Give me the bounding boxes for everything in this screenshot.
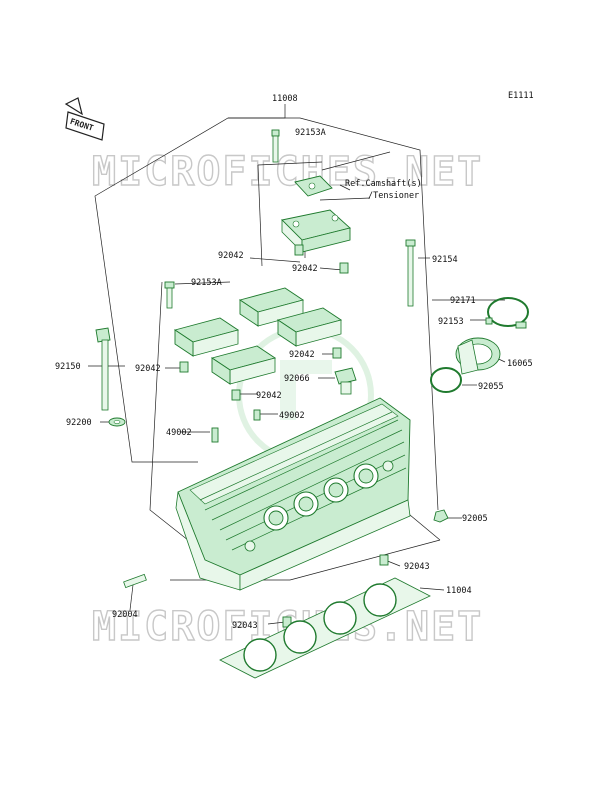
callout-16065: 16065 xyxy=(507,359,533,369)
bolt-92153a-top xyxy=(271,129,280,163)
front-direction-badge: FRONT xyxy=(64,97,105,141)
camshaft-cap-2 xyxy=(238,287,305,327)
pins-49002 xyxy=(211,409,261,443)
callout-92153: 92153 xyxy=(438,317,464,327)
callout-92153a-top: 92153A xyxy=(295,128,326,138)
callout-49002-a: 49002 xyxy=(166,428,192,438)
camshaft-cap-3 xyxy=(210,345,277,385)
callout-92043-a: 92043 xyxy=(404,562,430,572)
screw-92153 xyxy=(485,317,493,325)
callout-92042-d: 92042 xyxy=(289,350,315,360)
reference-note-line1: Ref.Camshaft(s) xyxy=(345,179,422,189)
bolt-92150 xyxy=(95,327,126,427)
callout-92150: 92150 xyxy=(55,362,81,372)
callout-92043-b: 92043 xyxy=(232,621,258,631)
callout-92042-e: 92042 xyxy=(256,391,282,401)
nut-92005 xyxy=(433,509,449,523)
plug-92066 xyxy=(334,367,357,395)
callout-92042-b: 92042 xyxy=(292,264,318,274)
o-ring-92055 xyxy=(430,367,462,393)
cylinder-head xyxy=(175,397,411,591)
callout-92005: 92005 xyxy=(462,514,488,524)
stud-92004 xyxy=(123,573,147,589)
dowels-92043 xyxy=(282,554,389,628)
camshaft-cap-1 xyxy=(173,317,240,357)
callout-92171: 92171 xyxy=(450,296,476,306)
stud-bolt-92154 xyxy=(405,239,416,307)
callout-92153a-left: 92153A xyxy=(191,278,222,288)
callout-11008: 11008 xyxy=(272,94,298,104)
callout-92066: 92066 xyxy=(284,374,310,384)
throttle-body-16065 xyxy=(455,337,501,375)
callout-92055: 92055 xyxy=(478,382,504,392)
callout-11004: 11004 xyxy=(446,586,472,596)
diagram-code: E1111 xyxy=(508,91,534,101)
callout-92042-a: 92042 xyxy=(218,251,244,261)
clamp-92171 xyxy=(487,297,529,329)
callout-92200: 92200 xyxy=(66,418,92,428)
callout-92004: 92004 xyxy=(112,610,138,620)
callout-92154: 92154 xyxy=(432,255,458,265)
camshaft-cap-top xyxy=(281,209,351,253)
dowel-pins-92042 xyxy=(179,244,349,401)
part-number-callouts: 11008 92153A 92042 92042 92154 92153A 92… xyxy=(55,94,533,631)
bolt-92153a-left xyxy=(164,281,175,309)
camshaft-cap-4 xyxy=(276,307,343,347)
callout-92042-c: 92042 xyxy=(135,364,161,374)
head-gasket-11004 xyxy=(219,577,431,679)
watermark-top: MICROFICHES.NET xyxy=(92,149,483,195)
reference-note-line2: /Tensioner xyxy=(368,191,419,201)
camshaft-bracket xyxy=(294,175,333,197)
callout-49002-b: 49002 xyxy=(279,411,305,421)
